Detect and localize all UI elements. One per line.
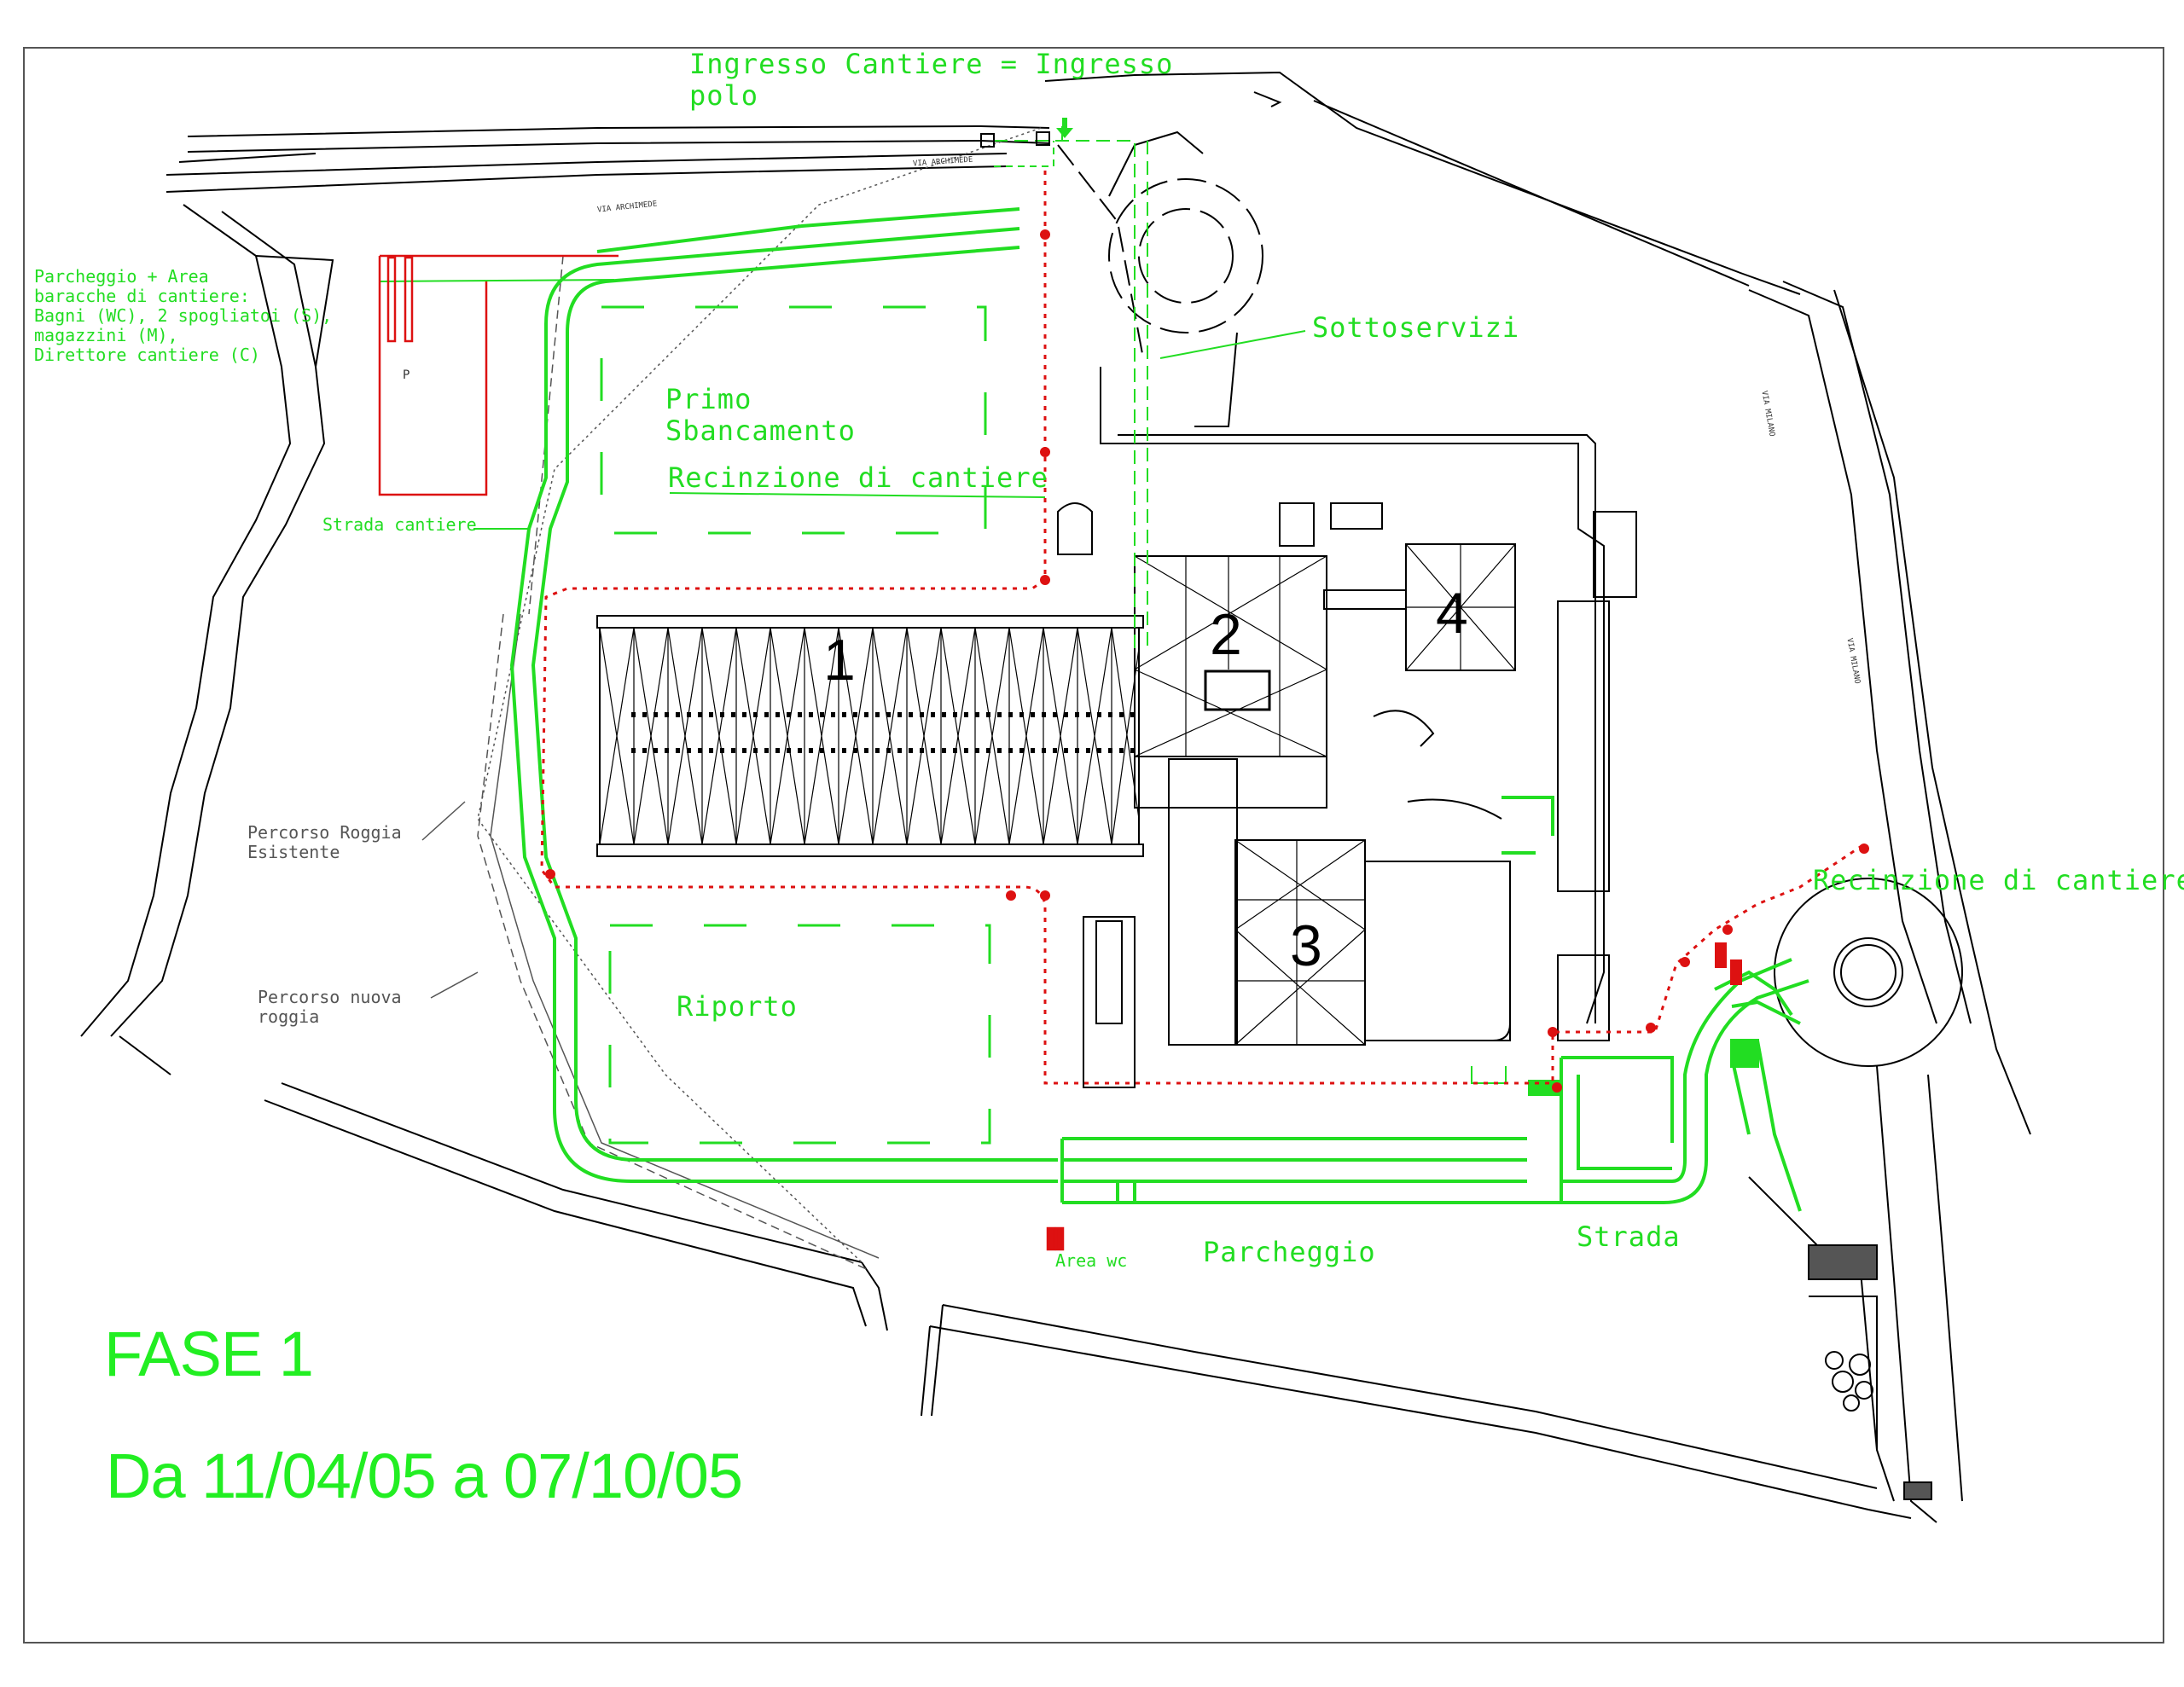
entrance-arrow-icon <box>1056 118 1073 138</box>
label-parcheggio-area-line1: Parcheggio + Area <box>34 266 209 287</box>
sheet-border <box>23 47 2164 1644</box>
label-parcheggio-area-line2: baracche di cantiere: <box>34 286 250 306</box>
label-parcheggio-area: Parcheggio + Area baracche di cantiere: … <box>34 267 332 365</box>
green-site-works <box>509 140 1809 1212</box>
label-ingresso-line1: Ingresso Cantiere = Ingresso <box>689 48 1174 80</box>
grey-leaders <box>421 801 479 999</box>
label-parcheggio: Parcheggio <box>1203 1236 1376 1268</box>
label-recinzione-right: Recinzione di cantiere <box>1813 864 2184 896</box>
label-percorso-nuova-line1: Percorso nuova <box>258 987 402 1007</box>
label-recinzione-top: Recinzione di cantiere <box>668 461 1048 494</box>
building-number-4: 4 <box>1436 581 1468 646</box>
leader-lines <box>379 126 1306 530</box>
label-primo-line1: Primo <box>665 383 752 415</box>
label-parking-p: P <box>403 368 410 382</box>
gate-marker-2 <box>1036 131 1050 146</box>
label-ingresso: Ingresso Cantiere = Ingresso polo <box>689 49 1173 112</box>
gate-marker <box>980 133 995 148</box>
label-sottoservizi: Sottoservizi <box>1312 311 1520 344</box>
label-percorso-nuova: Percorso nuova roggia <box>258 988 402 1027</box>
label-percorso-roggia: Percorso Roggia Esistente <box>247 823 402 862</box>
label-primo-line2: Sbancamento <box>665 414 856 447</box>
phase-title: FASE 1 <box>104 1319 314 1389</box>
building-number-2: 2 <box>1210 602 1242 667</box>
label-parcheggio-area-line4: magazzini (M), <box>34 325 178 345</box>
label-parcheggio-area-line5: Direttore cantiere (C) <box>34 345 260 365</box>
label-riporto: Riporto <box>677 990 798 1023</box>
fence-posts <box>545 229 1869 1093</box>
buildings-linework <box>596 502 1932 1500</box>
base-linework <box>80 71 2031 1523</box>
building-number-1: 1 <box>823 628 856 693</box>
label-ingresso-line2: polo <box>689 78 759 112</box>
building-number-3: 3 <box>1290 913 1322 978</box>
label-area-wc: Area wc <box>1055 1250 1128 1271</box>
label-primo-sbancamento: Primo Sbancamento <box>665 384 856 447</box>
label-percorso-roggia-line2: Esistente <box>247 842 340 862</box>
label-strada-cantiere: Strada cantiere <box>322 514 477 535</box>
label-percorso-nuova-line2: roggia <box>258 1006 320 1027</box>
label-parcheggio-area-line3: Bagni (WC), 2 spogliatoi (S), <box>34 305 333 326</box>
label-percorso-roggia-line1: Percorso Roggia <box>247 822 402 843</box>
phase-dates: Da 11/04/05 a 07/10/05 <box>106 1441 743 1511</box>
label-strada: Strada <box>1577 1220 1681 1253</box>
red-fences <box>378 171 1865 1251</box>
